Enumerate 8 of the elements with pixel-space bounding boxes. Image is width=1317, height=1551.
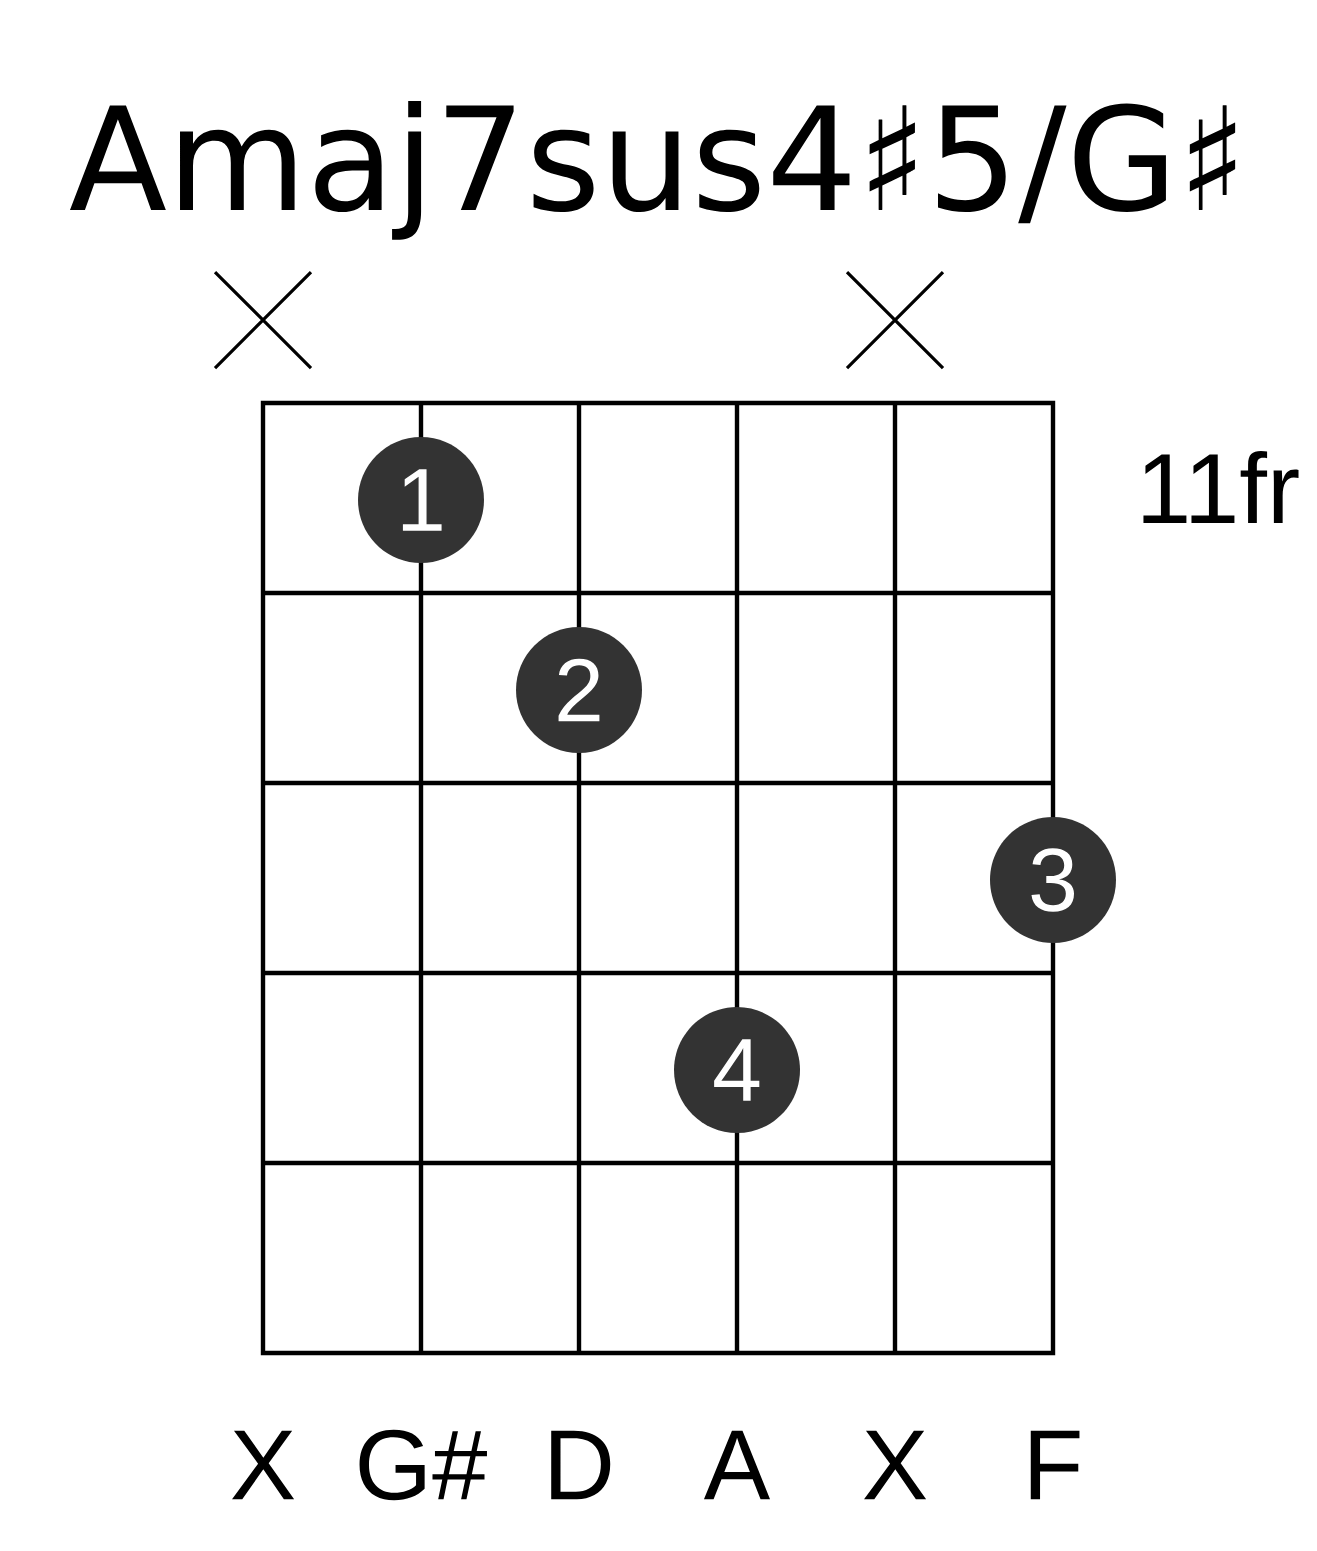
string-note: D <box>551 1430 611 1500</box>
chord-title: Amaj7sus4♯5/G♯ <box>70 101 1236 240</box>
string-note: X <box>232 1430 295 1500</box>
string-note: G# <box>359 1429 487 1501</box>
string-note: X <box>864 1430 927 1500</box>
string-note: A <box>703 1430 771 1500</box>
string-note: F <box>1030 1430 1080 1500</box>
fret-number: 11fr <box>1143 450 1299 524</box>
